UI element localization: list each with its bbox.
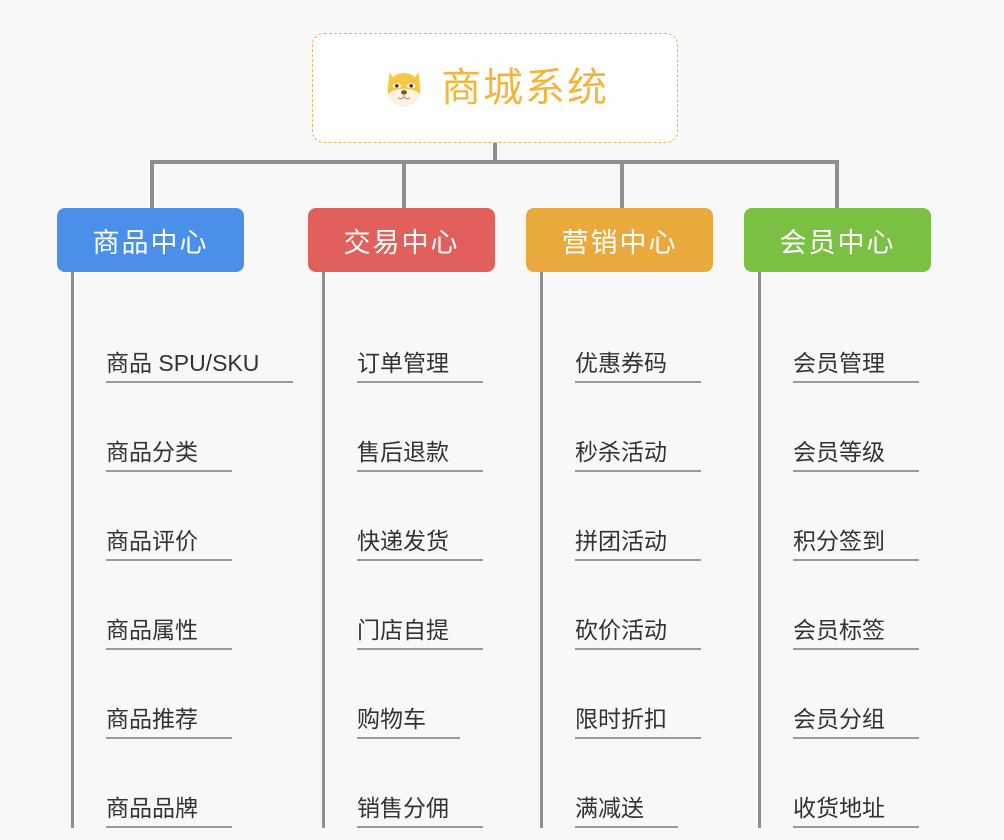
leaf-item[interactable]: 商品品牌 [74, 739, 293, 828]
leaf-item[interactable]: 会员分组 [761, 650, 931, 739]
leaf-label: 砍价活动 [575, 617, 701, 650]
leaf-label: 满减送 [575, 795, 678, 828]
leaf-label: 秒杀活动 [575, 439, 701, 472]
leaf-item[interactable]: 拼团活动 [543, 472, 713, 561]
branch-member-center: 会员中心 会员管理 会员等级 积分签到 会员标签 会员分组 收货地址 [744, 208, 931, 828]
branch-product-center: 商品中心 商品 SPU/SKU 商品分类 商品评价 商品属性 商品推荐 商品品牌 [57, 208, 294, 828]
connector-drop-2 [402, 160, 406, 208]
leaf-label: 快递发货 [357, 528, 483, 561]
leaf-item[interactable]: 会员等级 [761, 383, 931, 472]
connector-drop-4 [835, 160, 839, 208]
leaf-item[interactable]: 限时折扣 [543, 650, 713, 739]
leaf-item[interactable]: 购物车 [325, 650, 495, 739]
leaf-label: 订单管理 [357, 350, 483, 383]
leaf-label: 售后退款 [357, 439, 483, 472]
leaf-label: 门店自提 [357, 617, 483, 650]
leaf-label: 收货地址 [793, 795, 919, 828]
leaf-item[interactable]: 积分签到 [761, 472, 931, 561]
branch-header-2[interactable]: 交易中心 [308, 208, 495, 272]
connector-root-stub [493, 143, 497, 163]
leaf-label: 商品属性 [106, 617, 232, 650]
leaf-label: 会员标签 [793, 617, 919, 650]
leaf-list-4: 会员管理 会员等级 积分签到 会员标签 会员分组 收货地址 [758, 272, 931, 828]
branch-header-3[interactable]: 营销中心 [526, 208, 713, 272]
leaf-item[interactable]: 会员管理 [761, 294, 931, 383]
leaf-item[interactable]: 快递发货 [325, 472, 495, 561]
leaf-item[interactable]: 订单管理 [325, 294, 495, 383]
leaf-label: 会员分组 [793, 706, 919, 739]
root-node[interactable]: 商城系统 [312, 33, 678, 143]
leaf-item[interactable]: 商品 SPU/SKU [74, 294, 294, 383]
connector-drop-3 [620, 160, 624, 208]
leaf-item[interactable]: 会员标签 [761, 561, 931, 650]
branch-marketing-center: 营销中心 优惠券码 秒杀活动 拼团活动 砍价活动 限时折扣 满减送 [526, 208, 713, 828]
leaf-item[interactable]: 优惠券码 [543, 294, 713, 383]
leaf-label: 销售分佣 [357, 795, 483, 828]
leaf-item[interactable]: 商品评价 [74, 472, 293, 561]
leaf-label: 拼团活动 [575, 528, 701, 561]
leaf-item[interactable]: 秒杀活动 [543, 383, 713, 472]
leaf-label: 限时折扣 [575, 706, 701, 739]
leaf-item[interactable]: 收货地址 [761, 739, 931, 828]
leaf-label: 商品评价 [106, 528, 232, 561]
leaf-item[interactable]: 商品推荐 [74, 650, 293, 739]
leaf-list-3: 优惠券码 秒杀活动 拼团活动 砍价活动 限时折扣 满减送 [540, 272, 713, 828]
leaf-label: 购物车 [357, 706, 460, 739]
leaf-item[interactable]: 销售分佣 [325, 739, 495, 828]
leaf-list-1: 商品 SPU/SKU 商品分类 商品评价 商品属性 商品推荐 商品品牌 [71, 272, 294, 828]
connector-drop-1 [150, 160, 154, 208]
dog-face-icon [387, 72, 421, 106]
leaf-item[interactable]: 商品分类 [74, 383, 293, 472]
leaf-label: 优惠券码 [575, 350, 701, 383]
leaf-item[interactable]: 砍价活动 [543, 561, 713, 650]
leaf-label: 商品品牌 [106, 795, 232, 828]
leaf-label: 积分签到 [793, 528, 919, 561]
leaf-item[interactable]: 门店自提 [325, 561, 495, 650]
leaf-label: 会员管理 [793, 350, 919, 383]
branch-trade-center: 交易中心 订单管理 售后退款 快递发货 门店自提 购物车 销售分佣 [308, 208, 495, 828]
connector-horizontal-bus [150, 160, 838, 164]
leaf-label: 商品分类 [106, 439, 232, 472]
leaf-label: 会员等级 [793, 439, 919, 472]
branch-header-1[interactable]: 商品中心 [57, 208, 244, 272]
leaf-list-2: 订单管理 售后退款 快递发货 门店自提 购物车 销售分佣 [322, 272, 495, 828]
leaf-item[interactable]: 售后退款 [325, 383, 495, 472]
leaf-item[interactable]: 满减送 [543, 739, 713, 828]
leaf-label: 商品推荐 [106, 706, 232, 739]
branch-header-4[interactable]: 会员中心 [744, 208, 931, 272]
leaf-label: 商品 SPU/SKU [106, 350, 294, 383]
root-title: 商城系统 [441, 66, 609, 110]
leaf-item[interactable]: 商品属性 [74, 561, 293, 650]
